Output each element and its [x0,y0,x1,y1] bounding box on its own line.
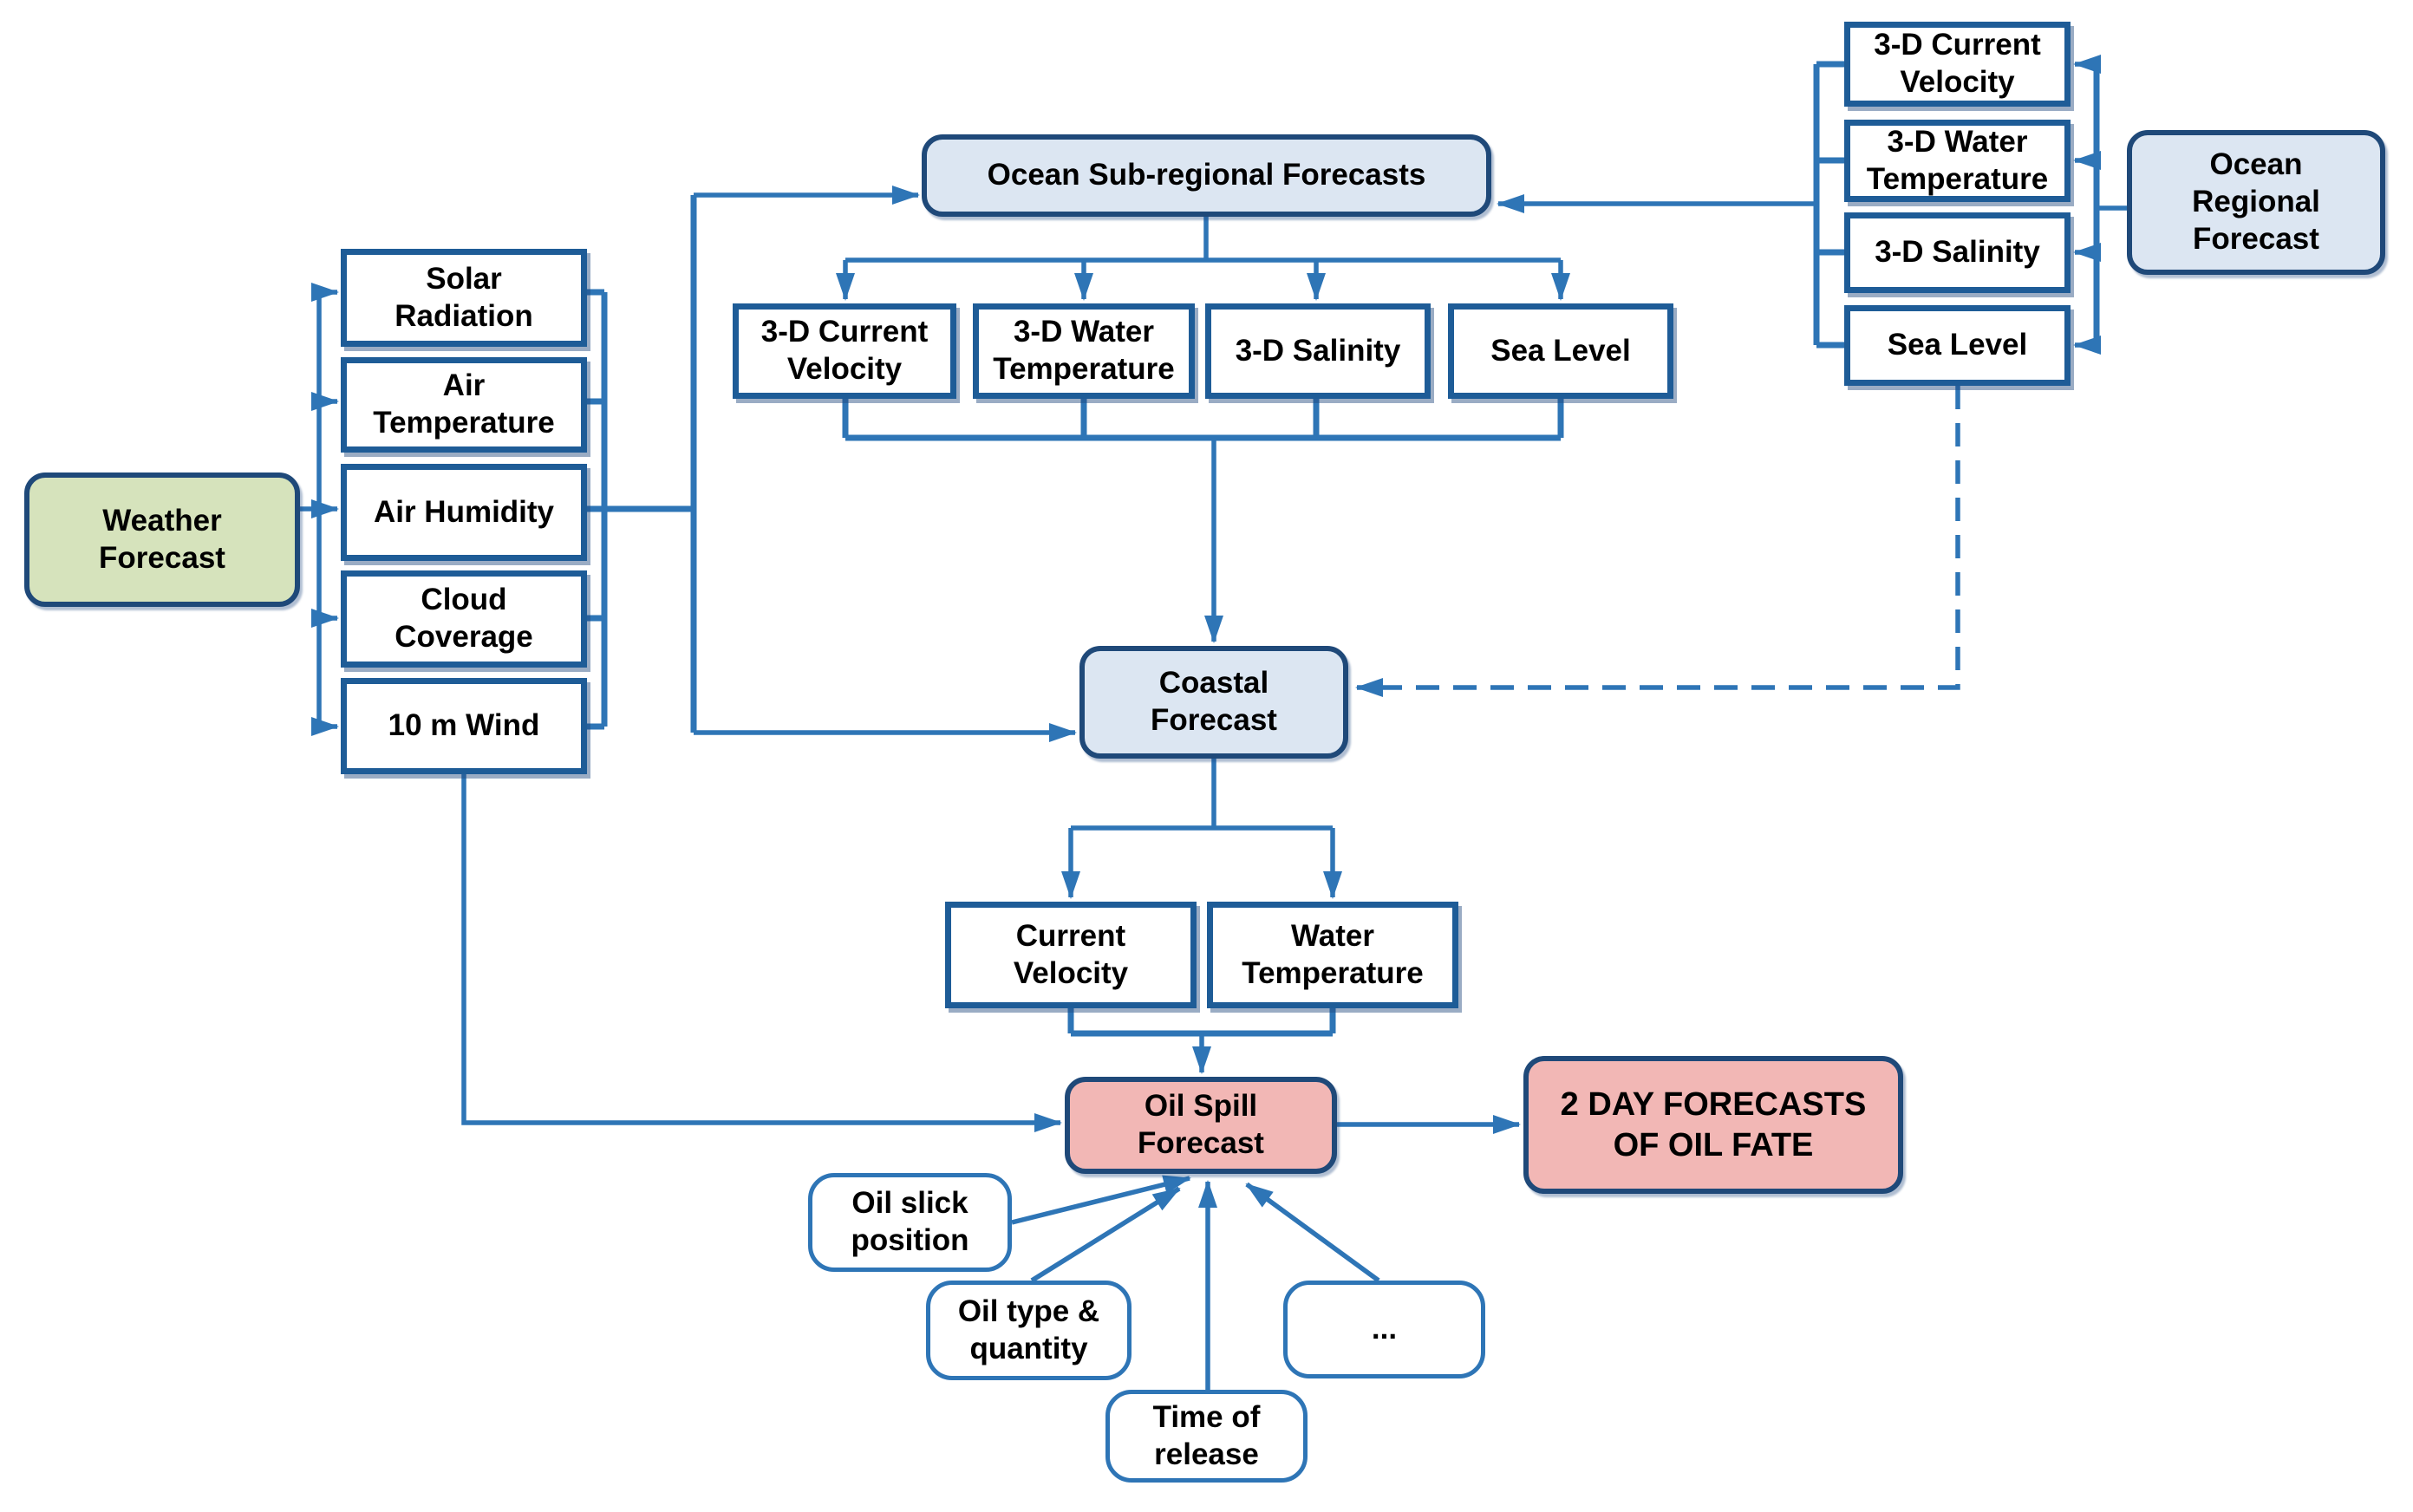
regional-3d-water-temperature-node: 3-D Water Temperature [1844,120,2071,202]
solar-radiation-node: Solar Radiation [341,249,587,347]
edge-cvwt-merge [1067,1008,1336,1037]
ocean-subregional-forecasts-node: Ocean Sub-regional Forecasts [922,134,1491,217]
wind-10m-node: 10 m Wind [341,678,587,774]
edge-oiltype-to-oilspill [1030,1186,1181,1283]
edge-sealevel-to-coastal-dashed [1355,386,1960,697]
subregional-sea-level-node: Sea Level [1448,303,1673,399]
water-temperature-node: Water Temperature [1207,902,1458,1008]
edge-wind-to-oilspill [461,774,1062,1132]
subregional-3d-water-temperature-node: 3-D Water Temperature [973,303,1195,399]
cloud-coverage-node: Cloud Coverage [341,570,587,668]
edge-coastal-split [1071,759,1333,831]
air-temperature-node: Air Temperature [341,357,587,453]
edge-row-collector [842,399,1564,441]
current-velocity-node: Current Velocity [945,902,1197,1008]
edge-dots-to-oilspill [1245,1182,1380,1283]
ocean-regional-forecast-node: Ocean Regional Forecast [2127,130,2385,275]
oil-type-quantity-node: Oil type & quantity [926,1281,1132,1380]
oil-slick-position-node: Oil slick position [808,1173,1012,1272]
weather-forecast-node: Weather Forecast [24,472,300,607]
regional-sea-level-node: Sea Level [1844,305,2071,386]
regional-3d-current-velocity-node: 3-D Current Velocity [1844,22,2071,107]
oil-spill-forecast-node: Oil Spill Forecast [1065,1077,1337,1174]
edge-oilslick-to-oilspill [1011,1175,1191,1225]
time-of-release-node: Time of release [1105,1390,1308,1483]
other-inputs-node: ... [1283,1281,1485,1378]
edge-right-bracket-left [1813,61,1844,349]
coastal-forecast-node: Coastal Forecast [1079,646,1348,759]
air-humidity-node: Air Humidity [341,464,587,561]
subregional-3d-current-velocity-node: 3-D Current Velocity [733,303,956,399]
edge-left-bracket-stubs [587,289,604,730]
regional-3d-salinity-node: 3-D Salinity [1844,212,2071,293]
subregional-3d-salinity-node: 3-D Salinity [1205,303,1431,399]
two-day-forecasts-node: 2 DAY FORECASTS OF OIL FATE [1523,1056,1903,1194]
